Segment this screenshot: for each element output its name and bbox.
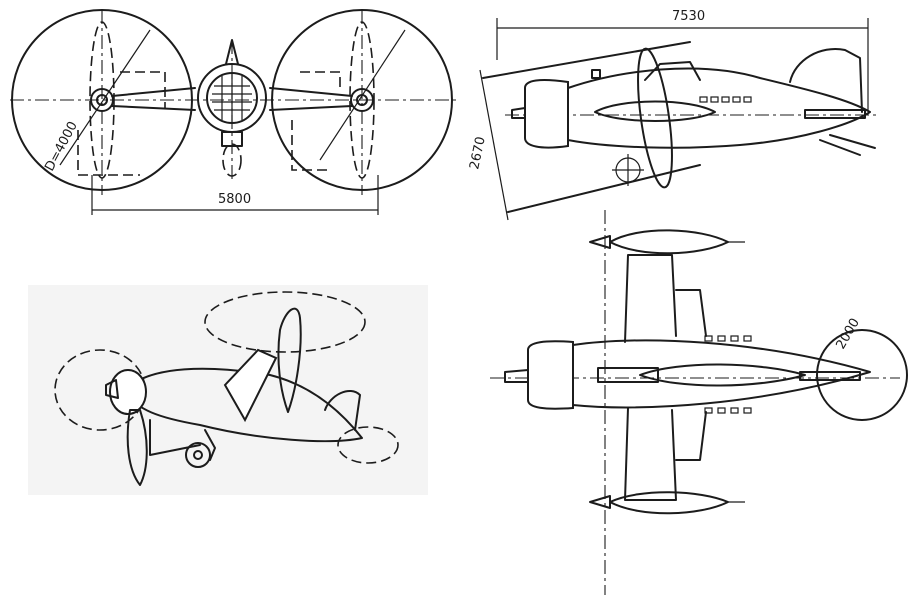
side-fuselage (567, 67, 871, 149)
left-hub (90, 88, 114, 112)
top-wing-upper (624, 254, 677, 343)
prop-diameter-dimension: D=4000 (42, 119, 81, 174)
top-wing-lower (624, 407, 677, 501)
top-view: 2000 (490, 210, 908, 595)
right-hub (350, 88, 374, 112)
rear-prop-disc (816, 329, 908, 421)
height-dimension: 2670 (467, 135, 489, 170)
length-dimension: 7530 (672, 9, 705, 24)
front-view: 5800 D=4000 (10, 9, 460, 215)
span-dimension: 5800 (218, 192, 251, 207)
side-view: 7530 2670 (467, 9, 880, 221)
perspective-fuselage (124, 367, 363, 443)
perspective-view (28, 285, 428, 495)
rear-prop-dimension: 2000 (833, 316, 863, 352)
top-fuselage (572, 339, 871, 409)
